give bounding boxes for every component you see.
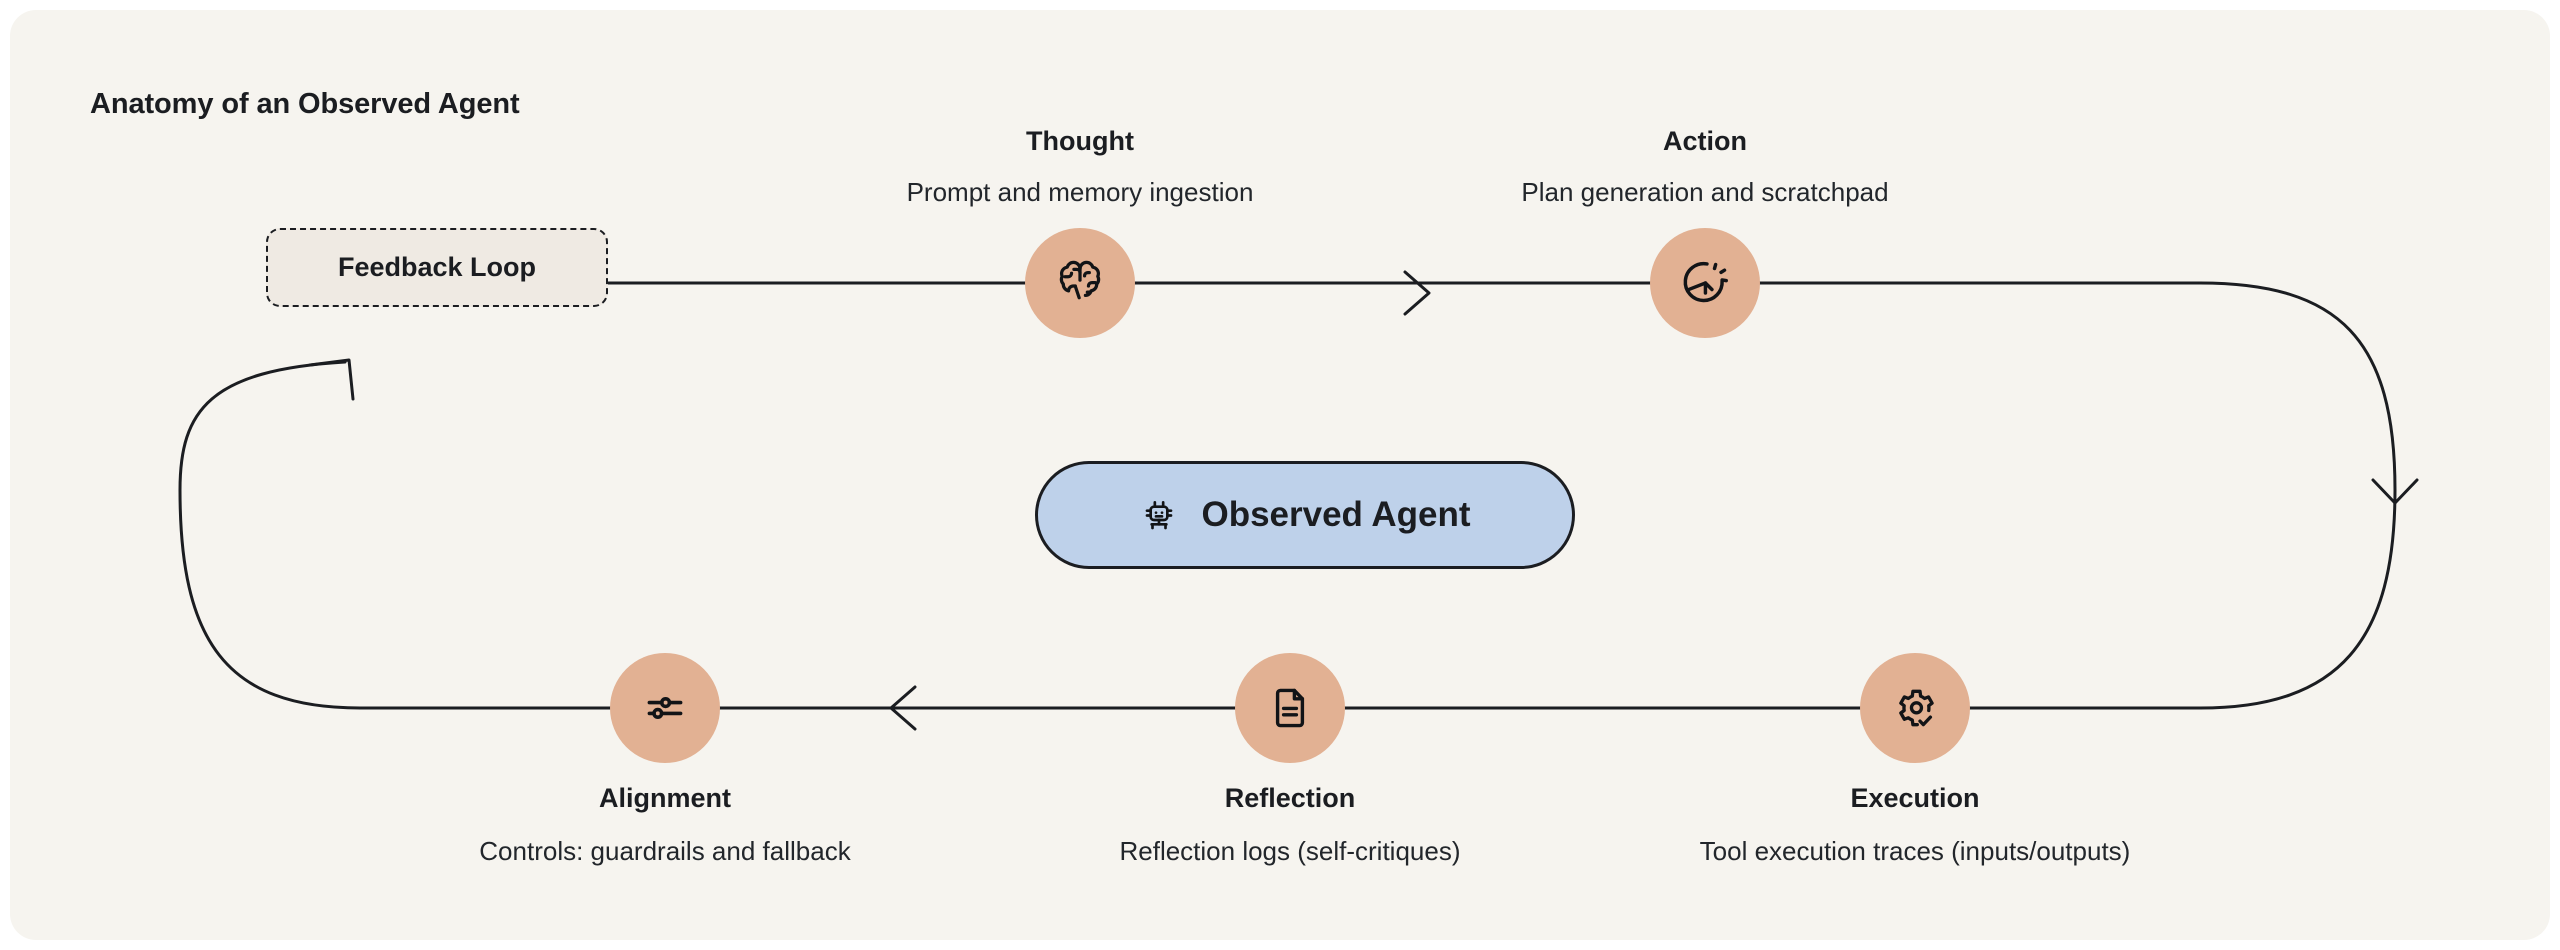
stage-icon-circle-reflection[interactable] (1235, 653, 1345, 763)
page-title: Anatomy of an Observed Agent (90, 88, 520, 120)
stage-node-action[interactable]: Action Plan generation and scratchpad (1495, 128, 1915, 338)
stage-desc-execution: Tool execution traces (inputs/outputs) (1699, 836, 2131, 866)
stage-title-thought: Thought (1026, 126, 1134, 156)
stage-desc-action: Plan generation and scratchpad (1521, 177, 1889, 207)
arrow-left-bottom (889, 685, 917, 731)
gear-check-icon (1890, 683, 1940, 733)
stage-icon-circle-action[interactable] (1650, 228, 1760, 338)
edge-right-curve (2198, 281, 2397, 710)
brain-icon (1054, 257, 1106, 309)
stage-desc-reflection: Reflection logs (self-critiques) (1119, 836, 1461, 866)
sliders-icon (641, 684, 689, 732)
stage-title-reflection: Reflection (1224, 783, 1356, 813)
sparkle-pointer-icon (1679, 257, 1731, 309)
stage-title-alignment: Alignment (599, 783, 731, 813)
feedback-loop-box[interactable]: Feedback Loop (266, 228, 608, 307)
edge-left-curve (178, 360, 362, 710)
stage-title-action: Action (1663, 126, 1747, 156)
stage-icon-circle-thought[interactable] (1025, 228, 1135, 338)
stage-desc-alignment: Controls: guardrails and fallback (479, 836, 851, 866)
observed-agent-node[interactable]: Observed Agent (1035, 461, 1575, 569)
feedback-loop-label: Feedback Loop (337, 252, 537, 282)
stage-icon-circle-alignment[interactable] (610, 653, 720, 763)
stage-node-alignment[interactable]: Alignment Controls: guardrails and fallb… (455, 653, 875, 864)
stage-icon-circle-execution[interactable] (1860, 653, 1970, 763)
observed-agent-label: Observed Agent (1201, 495, 1471, 534)
stage-desc-thought: Prompt and memory ingestion (906, 177, 1254, 207)
arrow-down-right (2371, 478, 2419, 505)
arrow-right-top (1403, 270, 1431, 316)
stage-title-execution: Execution (1850, 783, 1980, 813)
arrow-up-left (308, 358, 355, 401)
document-icon (1266, 684, 1314, 732)
stage-node-execution[interactable]: Execution Tool execution traces (inputs/… (1700, 653, 2130, 864)
diagram-card: Anatomy of an Observed Agent (10, 10, 2550, 940)
stage-node-reflection[interactable]: Reflection Reflection logs (self-critiqu… (1080, 653, 1500, 864)
robot-icon (1139, 495, 1179, 535)
stage-node-thought[interactable]: Thought Prompt and memory ingestion (870, 128, 1290, 338)
